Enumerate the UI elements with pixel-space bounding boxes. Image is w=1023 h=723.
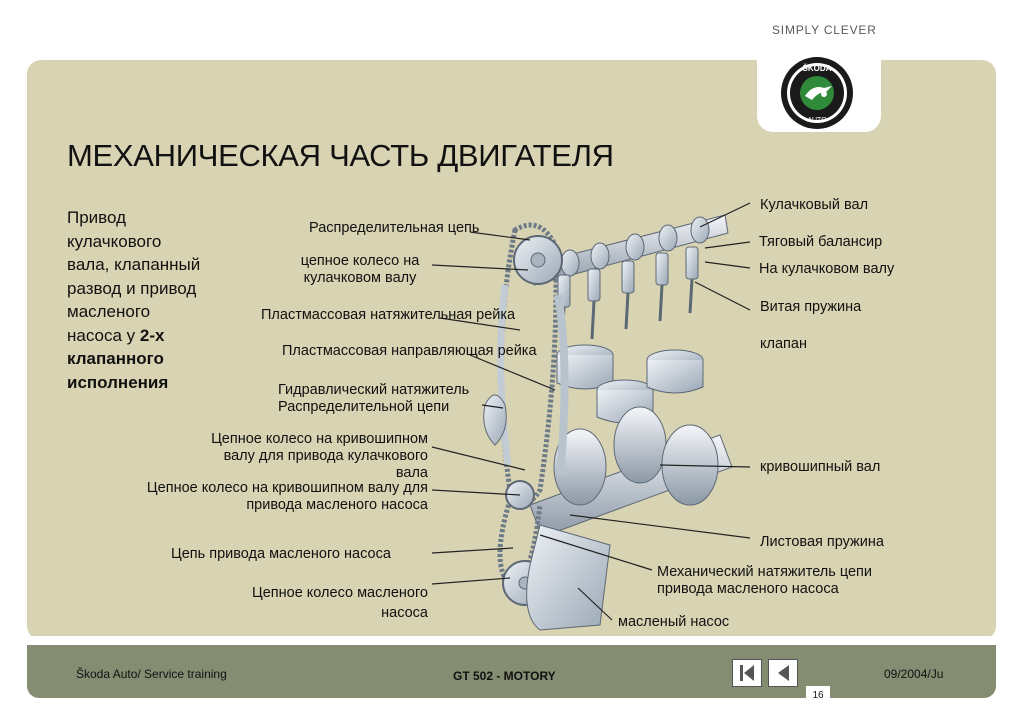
footer-right: 09/2004/Ju [884, 667, 944, 681]
first-page-button[interactable] [732, 659, 762, 687]
svg-text:AUTO: AUTO [807, 117, 827, 124]
label-oil-pump-sprocket: Цепное колесо масленого насоса [200, 583, 428, 623]
intro-line: развод и привод [67, 278, 197, 298]
brand-slogan: SIMPLY CLEVER [772, 23, 877, 37]
svg-text:ŠKODA: ŠKODA [803, 64, 832, 73]
label-crankshaft: кривошипный вал [760, 459, 881, 475]
oil-pump-shape [526, 524, 611, 631]
label-mech-tensioner: Механический натяжитель цепи привода мас… [657, 564, 872, 598]
label-hydraulic-tensioner: Гидравлический натяжитель Распределитель… [278, 382, 469, 416]
label-oil-pump: масленый насос [618, 614, 730, 630]
intro-line: Привод [67, 208, 127, 227]
intro-text: Привод кулачкового вала, клапанный разво… [67, 206, 237, 394]
label-line: насоса [381, 605, 428, 621]
label-crank-sprocket-cam: Цепное колесо на кривошипном валу для пр… [150, 431, 428, 482]
page-title: МЕХАНИЧЕСКАЯ ЧАСТЬ ДВИГАТЕЛЯ [67, 138, 614, 173]
label-line: цепное колесо на [300, 253, 420, 269]
crank-sprocket-shape [505, 480, 535, 510]
footer-left: Škoda Auto/ Service training [76, 667, 227, 681]
intro-emphasis: клапанного [67, 349, 164, 368]
label-line: Цепное колесо масленого [251, 585, 428, 601]
label-rocker: Тяговый балансир [759, 234, 883, 250]
page-number: 16 [806, 686, 830, 706]
label-coil-spring: Витая пружина [760, 299, 862, 315]
label-camshaft: Кулачковый вал [760, 197, 869, 213]
label-line: кулачковом валу [303, 270, 417, 286]
label-timing-chain: Распределительная цепь [309, 220, 480, 236]
valves-shape [557, 246, 699, 346]
intro-text-plain: насоса у [67, 325, 140, 345]
previous-page-button[interactable] [768, 659, 798, 687]
label-line: привода масленого насоса [657, 581, 839, 597]
label-leaf-spring: Листовая пружина [760, 534, 884, 550]
footer-center: GT 502 - MOTORY [453, 669, 556, 683]
label-oil-pump-chain: Цепь привода масленого насоса [171, 546, 391, 562]
label-line: валу для привода кулачкового [223, 448, 428, 464]
content-panel [27, 60, 996, 640]
label-on-camshaft: На кулачковом валу [759, 261, 895, 277]
intro-emphasis: 2-х [139, 325, 165, 345]
label-valve: клапан [760, 336, 807, 352]
intro-line: насоса у 2-х [67, 324, 237, 348]
intro-line: масленого [67, 302, 151, 321]
intro-line: вала, клапанный [67, 255, 201, 274]
label-line: вала [395, 465, 428, 481]
label-line: Распределительной цепи [278, 399, 450, 415]
footer-bar [27, 645, 996, 698]
label-line: Гидравлический натяжитель [278, 382, 470, 398]
skoda-logo-icon: ŠKODA AUTO [781, 57, 853, 129]
label-cam-sprocket: цепное колесо на кулачковом валу [290, 253, 430, 287]
intro-emphasis: исполнения [67, 372, 169, 392]
label-crank-sprocket-oil: Цепное колесо на кривошипном валу для пр… [90, 480, 428, 514]
panel-divider [27, 636, 996, 643]
label-plastic-guide: Пластмассовая направляющая рейка [282, 343, 537, 359]
intro-line: исполнения [67, 371, 237, 395]
pistons-shape [556, 344, 704, 424]
label-line: Цепное колесо на кривошипном валу для [146, 480, 428, 496]
intro-line: кулачкового [67, 231, 162, 251]
guide-rail-shape [554, 294, 569, 476]
label-line: Механический натяжитель цепи [657, 564, 872, 580]
previous-page-icon [778, 665, 789, 681]
first-page-icon [740, 665, 754, 681]
label-plastic-tensioner: Пластмассовая натяжительная рейка [261, 307, 516, 323]
label-line: привода масленого насоса [246, 497, 428, 513]
intro-line: клапанного [67, 347, 237, 371]
label-line: Цепное колесо на кривошипном [211, 431, 428, 447]
